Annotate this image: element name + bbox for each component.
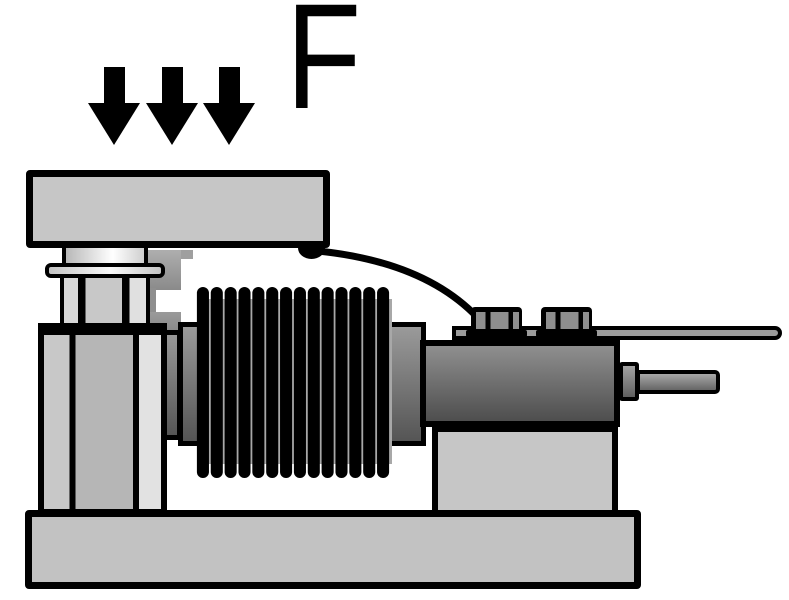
bolt-washer <box>536 330 597 337</box>
bottom-plate <box>25 510 641 589</box>
force-arrow-icon <box>203 103 255 145</box>
bellows-ridge <box>252 287 265 478</box>
bellows-ridge <box>266 287 279 478</box>
force-arrow-icon <box>146 103 198 145</box>
load-button-hex <box>60 274 150 330</box>
bolt <box>541 307 592 331</box>
bellows-ridge <box>238 287 251 478</box>
bellows-ridge <box>224 287 237 478</box>
force-arrow-icon <box>162 67 183 105</box>
left-pedestal <box>38 323 167 515</box>
right-pedestal <box>432 426 618 516</box>
bolt-head-facets <box>471 312 522 329</box>
connector-pin <box>636 370 720 394</box>
force-arrow-icon <box>104 67 125 105</box>
top-plate <box>26 170 330 248</box>
bellows-ridge <box>280 287 293 478</box>
bellows-ridges <box>196 287 390 478</box>
bellows-ridge <box>307 287 320 478</box>
support-bracket-spine <box>148 288 156 314</box>
bolt-head-facets <box>541 312 592 329</box>
force-label: F <box>286 0 362 140</box>
bellows-ridge <box>196 287 209 478</box>
bellows <box>196 287 392 478</box>
bolt <box>471 307 522 331</box>
sensor-body <box>420 340 620 427</box>
bellows-ridge <box>293 287 306 478</box>
bolt-washer <box>466 330 527 337</box>
bellows-ridge <box>210 287 223 478</box>
force-arrow-icon <box>219 67 240 105</box>
cable-gland <box>298 248 325 259</box>
bellows-ridge <box>335 287 348 478</box>
bellows-ridge <box>377 287 390 478</box>
force-arrow-icon <box>88 103 140 145</box>
mounting-plate <box>452 326 782 340</box>
bellows-ridge <box>321 287 334 478</box>
bellows-ridge <box>363 287 376 478</box>
load-button-flange <box>45 263 165 278</box>
bellows-ridge <box>349 287 362 478</box>
